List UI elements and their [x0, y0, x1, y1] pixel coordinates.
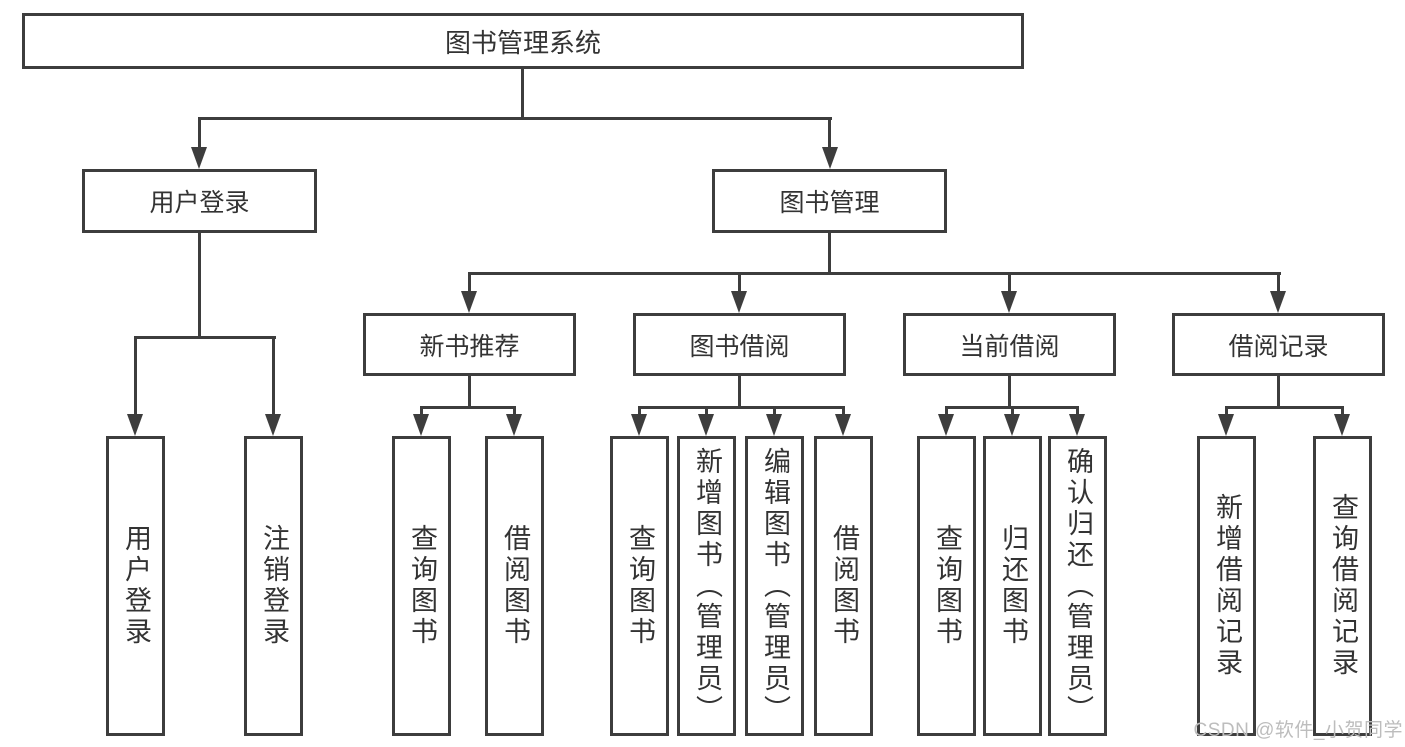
node-current-borrowing: 当前借阅: [903, 313, 1116, 376]
connector-root-stem: [521, 69, 524, 120]
arrowhead-leaf-logout: [265, 414, 281, 436]
leaf-query-books-recommendation: 查询图书: [392, 436, 451, 736]
watermark-text: CSDN @软件_小贺同学: [1193, 720, 1403, 741]
connector-drop: [1011, 406, 1014, 418]
leaf-logout-login: 注销登录: [244, 436, 303, 736]
connector-drop: [638, 406, 641, 418]
leaf-add-books-admin: 新增图书（管理员）: [677, 436, 736, 736]
node-label: 借阅记录: [1228, 332, 1329, 361]
leaf-query-books-borrowing: 查询图书: [610, 436, 669, 736]
node-label: 图书借阅: [689, 332, 790, 361]
leaf-label: 归还图书: [998, 524, 1028, 648]
node-book-management-system: 图书管理系统: [22, 13, 1024, 69]
leaf-label: 查询图书: [407, 524, 437, 648]
connector-recommendation-tee: [420, 406, 516, 409]
leaf-borrow-books-borrowing: 借阅图书: [814, 436, 873, 736]
connector-drop-current-borrowing: [1008, 272, 1011, 294]
arrowhead: [938, 414, 954, 436]
connector-drop: [420, 406, 423, 418]
arrowhead: [766, 414, 782, 436]
connector-drop: [1076, 406, 1079, 418]
leaf-label: 新增借阅记录: [1212, 493, 1242, 679]
leaf-label: 注销登录: [259, 524, 289, 648]
leaf-user-login: 用户登录: [106, 436, 165, 736]
connector-drop: [842, 406, 845, 418]
leaf-label: 查询图书: [625, 524, 655, 648]
node-user-login: 用户登录: [82, 169, 317, 233]
connector-drop: [705, 406, 708, 418]
connector-borrowing-tee: [638, 406, 845, 409]
leaf-add-borrow-record: 新增借阅记录: [1197, 436, 1256, 736]
arrowhead: [835, 414, 851, 436]
arrowhead-borrowing-records: [1270, 291, 1286, 313]
arrowhead: [1334, 414, 1350, 436]
leaf-query-books-current: 查询图书: [917, 436, 976, 736]
leaf-return-books: 归还图书: [983, 436, 1042, 736]
connector-drop: [945, 406, 948, 418]
leaf-query-borrow-record: 查询借阅记录: [1313, 436, 1372, 736]
leaf-borrow-books-recommendation: 借阅图书: [485, 436, 544, 736]
connector-book-management-stem: [828, 233, 831, 275]
node-book-management: 图书管理: [712, 169, 947, 233]
connector-drop: [773, 406, 776, 418]
arrowhead-current-borrowing: [1001, 291, 1017, 313]
connector-records-stem: [1277, 376, 1280, 409]
leaf-label: 借阅图书: [500, 524, 530, 648]
arrowhead: [413, 414, 429, 436]
connector-drop-leaf-user-login: [134, 336, 137, 416]
connector-drop-borrowing-records: [1277, 272, 1280, 294]
connector-drop: [513, 406, 516, 418]
connector-root-tee: [198, 117, 832, 120]
connector-user-login-stem: [198, 233, 201, 339]
connector-drop-book-borrowing: [738, 272, 741, 294]
node-borrowing-records: 借阅记录: [1172, 313, 1385, 376]
connector-book-management-tee: [468, 272, 1281, 275]
arrowhead-book-borrowing: [731, 291, 747, 313]
connector-drop-leaf-logout: [272, 336, 275, 416]
connector-user-login-tee: [134, 336, 276, 339]
arrowhead-user-login: [191, 147, 207, 169]
arrowhead: [1004, 414, 1020, 436]
leaf-label: 用户登录: [121, 524, 151, 648]
leaf-label: 编辑图书（管理员）: [760, 446, 790, 726]
node-new-book-recommendation: 新书推荐: [363, 313, 576, 376]
leaf-label: 确认归还（管理员）: [1063, 446, 1093, 726]
connector-drop-user-login: [198, 117, 201, 150]
connector-drop-book-management: [828, 117, 831, 150]
arrowhead: [1069, 414, 1085, 436]
arrowhead: [506, 414, 522, 436]
leaf-label: 查询图书: [932, 524, 962, 648]
leaf-label: 查询借阅记录: [1328, 493, 1358, 679]
connector-records-tee: [1225, 406, 1344, 409]
leaf-label: 新增图书（管理员）: [692, 446, 722, 726]
connector-drop: [1341, 406, 1344, 418]
node-label: 图书管理系统: [444, 27, 601, 58]
arrowhead-new-book-recommendation: [461, 291, 477, 313]
node-label: 当前借阅: [959, 332, 1060, 361]
connector-drop-new-book-recommendation: [468, 272, 471, 294]
node-label: 图书管理: [779, 189, 880, 217]
arrowhead: [631, 414, 647, 436]
arrowhead: [1218, 414, 1234, 436]
arrowhead: [698, 414, 714, 436]
node-label: 用户登录: [149, 189, 250, 217]
connector-current-stem: [1008, 376, 1011, 409]
leaf-label: 借阅图书: [829, 524, 859, 648]
leaf-confirm-return-admin: 确认归还（管理员）: [1048, 436, 1107, 736]
leaf-edit-books-admin: 编辑图书（管理员）: [745, 436, 804, 736]
arrowhead-book-management: [822, 147, 838, 169]
connector-borrowing-stem: [738, 376, 741, 409]
arrowhead-leaf-user-login: [127, 414, 143, 436]
connector-recommendation-stem: [468, 376, 471, 409]
node-label: 新书推荐: [419, 332, 520, 361]
node-book-borrowing: 图书借阅: [633, 313, 846, 376]
connector-drop: [1225, 406, 1228, 418]
